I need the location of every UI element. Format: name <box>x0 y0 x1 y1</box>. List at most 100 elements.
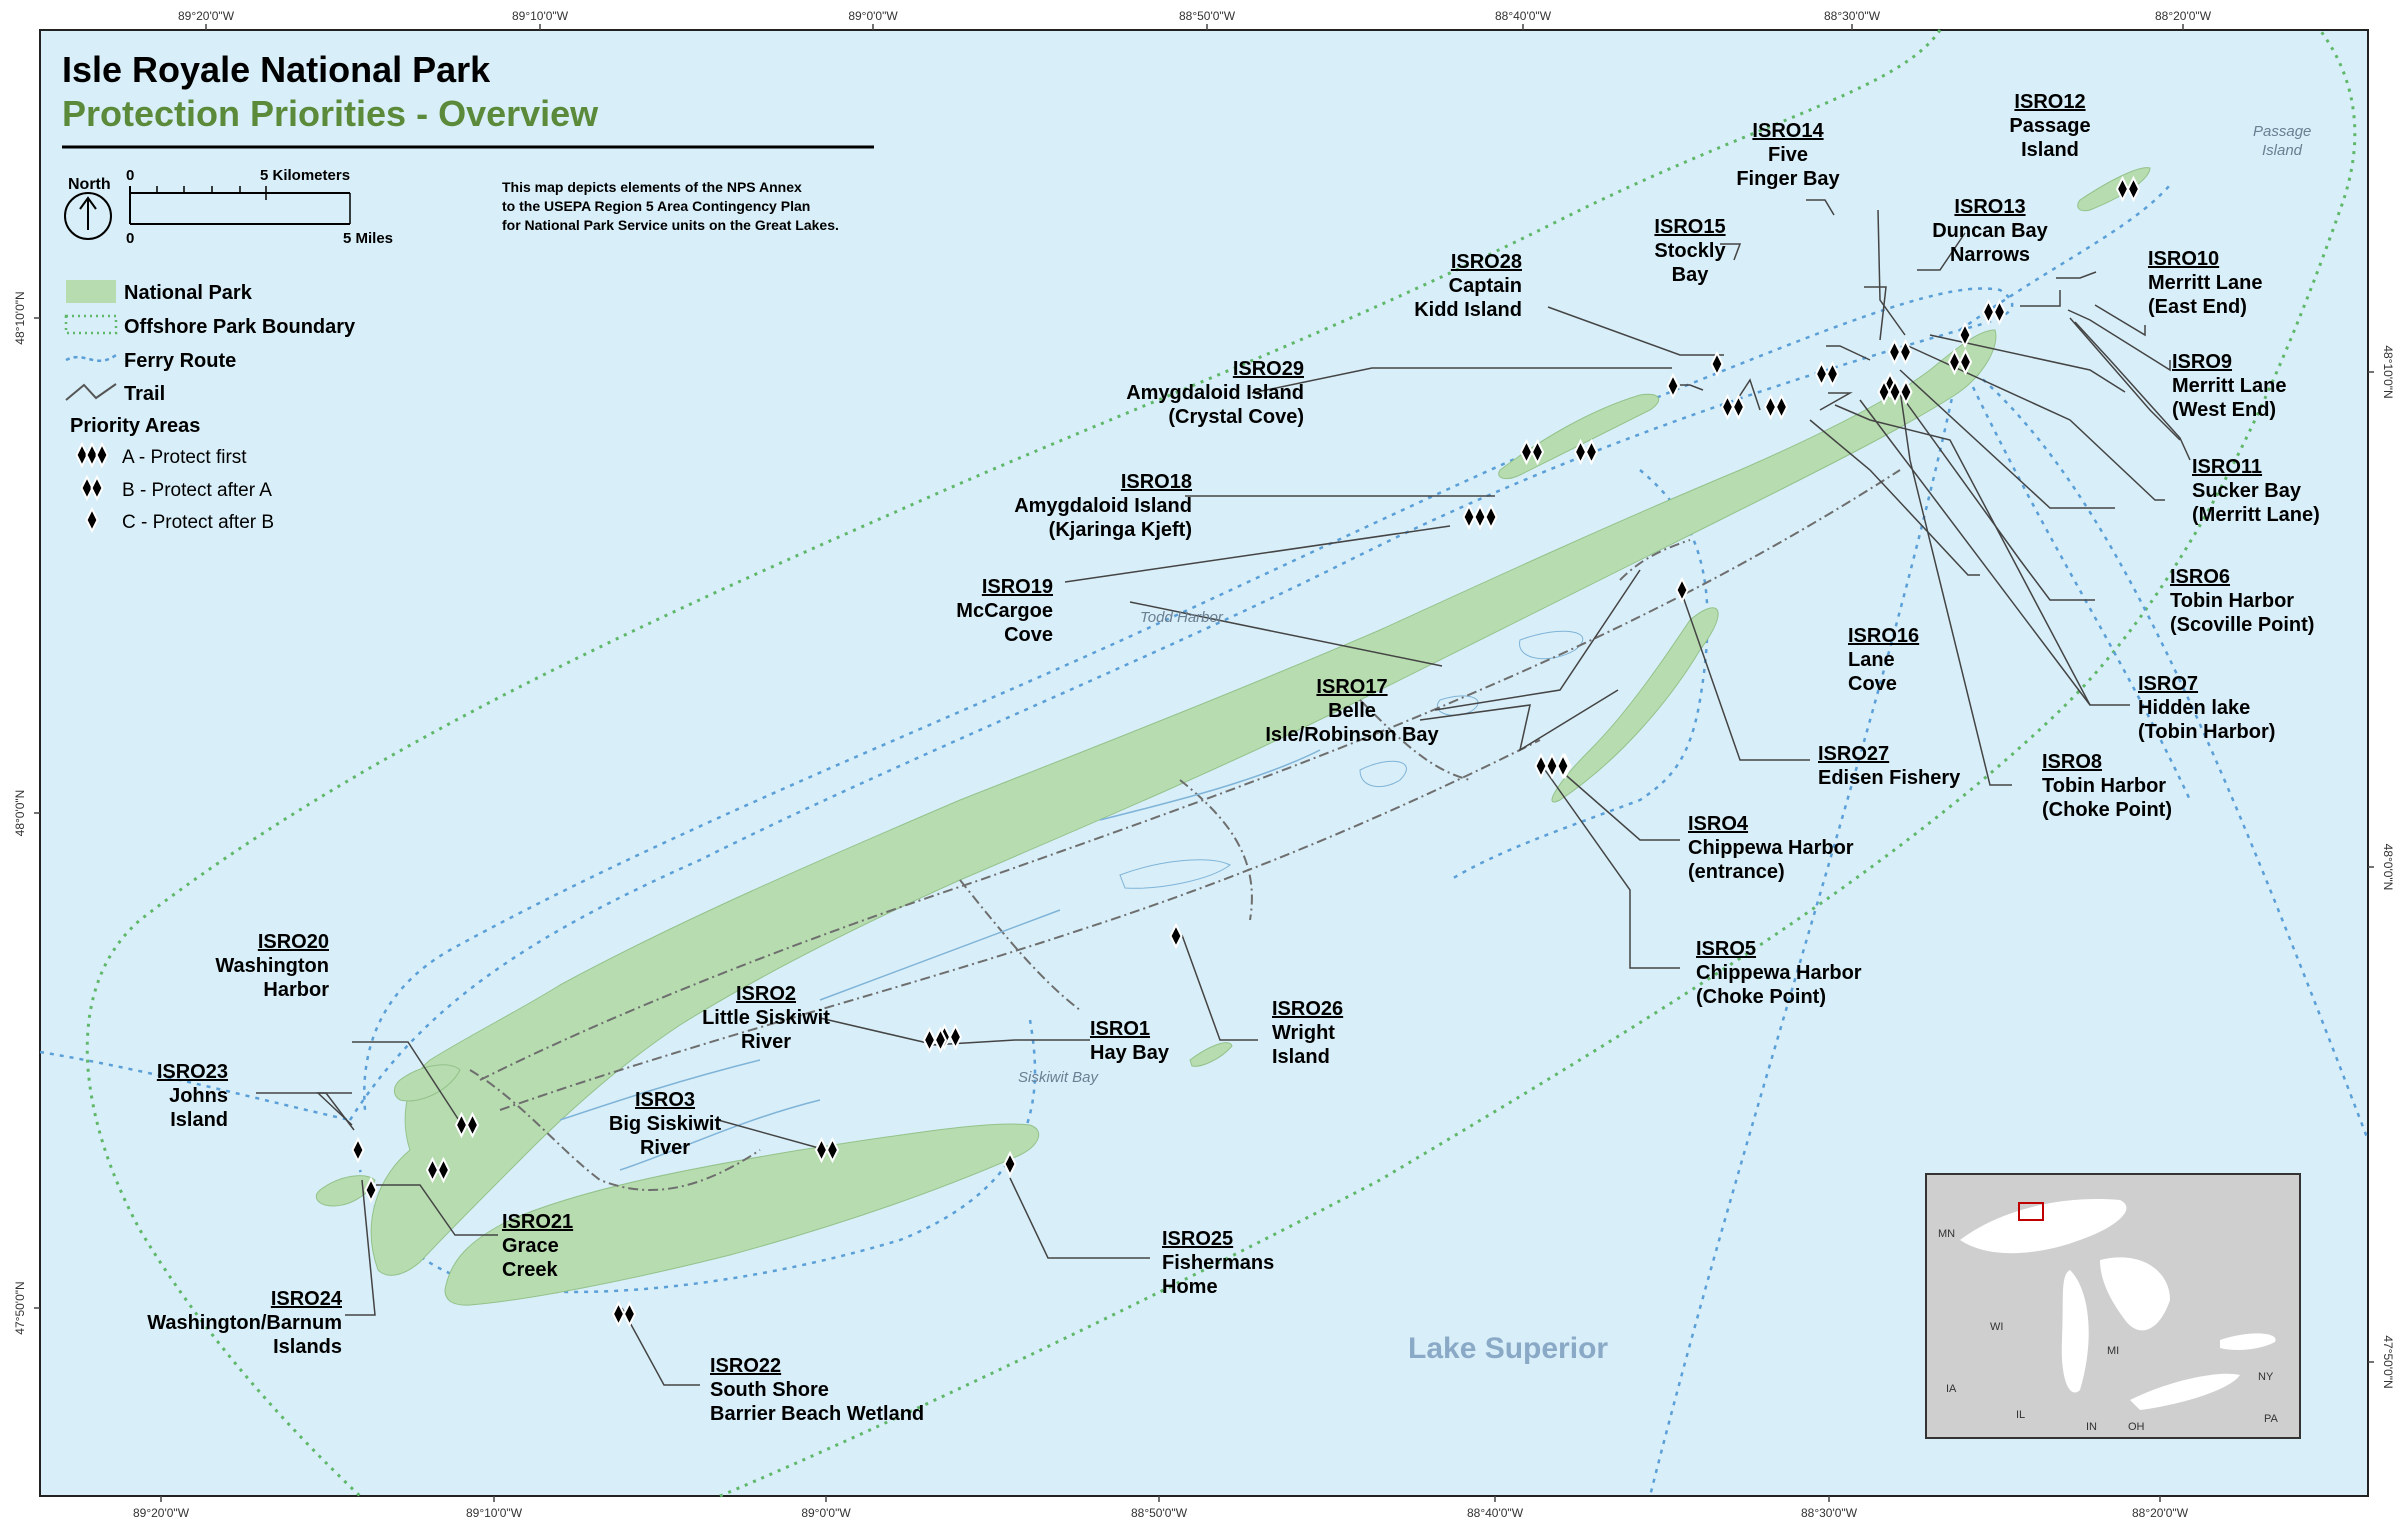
lat-label-left: 47°50'0"N <box>13 1281 27 1334</box>
site-name-line: Cove <box>1004 624 1053 646</box>
site-name-line: McCargoe <box>956 600 1053 622</box>
site-name-line: Island <box>170 1109 228 1131</box>
legend: National Park Offshore Park Boundary Fer… <box>64 280 356 533</box>
site-code: ISRO2 <box>736 983 796 1005</box>
site-code: ISRO24 <box>271 1288 343 1310</box>
site-name-line: (Choke Point) <box>1696 986 1826 1008</box>
latitude-labels-left: 48°10'0"N48°0'0"N47°50'0"N <box>13 291 27 1334</box>
lat-label-right: 48°10'0"N <box>2381 345 2395 398</box>
site-marker-isro18-icon <box>1462 505 1498 529</box>
leader-lines <box>256 199 2191 1386</box>
site-name-line: Merritt Lane <box>2172 375 2286 397</box>
passage-island-label-1: Passage <box>2253 123 2311 140</box>
site-code: ISRO14 <box>1752 120 1824 142</box>
site-name-line: Tobin Harbor <box>2170 590 2294 612</box>
site-name-line: South Shore <box>710 1379 829 1401</box>
site-name-line: Big Siskiwit <box>609 1113 722 1135</box>
inset-lake-michigan <box>2061 1270 2089 1393</box>
site-code: ISRO22 <box>710 1355 781 1377</box>
site-code: ISRO11 <box>2192 456 2262 478</box>
site-code: ISRO13 <box>1954 196 2025 218</box>
site-name-line: Amygdaloid Island <box>1126 382 1304 404</box>
inset-mn: MN <box>1938 1228 1955 1240</box>
trails <box>469 469 1901 1191</box>
mi-zero: 0 <box>126 230 134 247</box>
site-name-line: Island <box>2021 139 2079 161</box>
inset-ia: IA <box>1946 1383 1957 1395</box>
site-name-line: Grace <box>502 1235 559 1257</box>
site-name-line: Cove <box>1848 673 1897 695</box>
km-zero: 0 <box>126 167 134 184</box>
site-code: ISRO29 <box>1233 358 1304 380</box>
site-name-line: (Choke Point) <box>2042 799 2172 821</box>
lon-label-top: 89°20'0"W <box>178 9 235 23</box>
siskiwit-bay-label: Siskiwit Bay <box>1018 1069 1100 1086</box>
site-code: ISRO21 <box>502 1211 573 1233</box>
description-line-2: to the USEPA Region 5 Area Contingency P… <box>502 198 810 214</box>
site-name-line: Stockly <box>1654 240 1726 262</box>
inset-pa: PA <box>2264 1413 2279 1425</box>
site-name-line: Chippewa Harbor <box>1688 837 1854 859</box>
site-name-line: Five <box>1768 144 1808 166</box>
site-name-line: (Kjaringa Kjeft) <box>1049 519 1192 541</box>
legend-park-swatch <box>66 280 116 303</box>
site-name-line: Chippewa Harbor <box>1696 962 1862 984</box>
site-name-line: Hay Bay <box>1090 1042 1170 1064</box>
inset-lake-ontario <box>2220 1333 2276 1350</box>
lat-label-left: 48°0'0"N <box>13 790 27 837</box>
site-name-line: River <box>640 1137 690 1159</box>
site-name-line: (Crystal Cove) <box>1168 406 1304 428</box>
site-name-line: Duncan Bay <box>1932 220 2048 242</box>
lon-label-bottom: 88°20'0"W <box>2132 1506 2189 1520</box>
site-code: ISRO6 <box>2170 566 2230 588</box>
site-code: ISRO17 <box>1316 676 1387 698</box>
site-name-line: (East End) <box>2148 296 2247 318</box>
site-name-line: (Scoville Point) <box>2170 614 2314 636</box>
north-label: North <box>68 176 111 193</box>
site-code: ISRO12 <box>2014 91 2085 113</box>
site-code: ISRO20 <box>258 931 329 953</box>
site-marker-isro5-icon <box>1534 754 1570 778</box>
inset-lake-superior <box>1960 1199 2127 1254</box>
site-code: ISRO16 <box>1848 625 1919 647</box>
site-name-line: River <box>741 1031 791 1053</box>
site-name-line: Island <box>1272 1046 1330 1068</box>
inset-locator-box <box>2018 1202 2044 1221</box>
lon-label-bottom: 88°40'0"W <box>1467 1506 1524 1520</box>
site-code: ISRO1 <box>1090 1018 1150 1040</box>
legend-priority-heading: Priority Areas <box>70 415 200 437</box>
site-code: ISRO28 <box>1451 251 1522 273</box>
legend-a-icon <box>75 443 109 467</box>
site-code: ISRO26 <box>1272 998 1343 1020</box>
graticule <box>34 24 2374 1502</box>
site-name-line: Belle <box>1328 700 1376 722</box>
site-name-line: Washington/Barnum <box>147 1312 342 1334</box>
legend-trail: Trail <box>124 383 165 405</box>
site-code: ISRO19 <box>982 576 1053 598</box>
